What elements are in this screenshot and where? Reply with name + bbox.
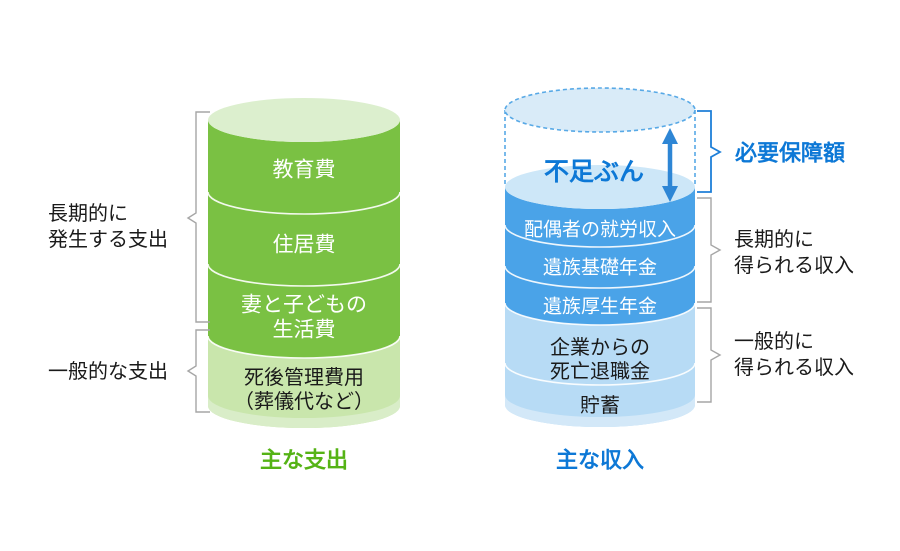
income-general-section-shape xyxy=(505,303,695,427)
expense-general-label: 一般的な支出 xyxy=(48,360,168,383)
expense-long-term-bracket xyxy=(186,111,210,323)
income-general-label-line2: 得られる収入 xyxy=(734,356,854,379)
expense-section-housing: 住居費 xyxy=(273,234,336,257)
income-section-severance-line2: 死亡退職金 xyxy=(550,360,650,383)
expense-divider-arc xyxy=(207,263,401,287)
income-divider-arc xyxy=(504,362,696,386)
expense-long-term-label-line1: 長期的に xyxy=(48,202,128,225)
income-annotations: 必要保障額 長期的に 得られる収入 一般的に 得られる収入 xyxy=(697,110,854,403)
income-cylinder: 不足ぶん 配偶者の就労収入 遺族基礎年金 遺族厚生年金 企業からの 死亡退職金 … xyxy=(504,87,696,473)
income-divider-arc xyxy=(504,265,696,289)
expense-annotations: 長期的に 発生する支出 一般的な支出 xyxy=(48,111,210,413)
expense-section-funeral-line2: （葬儀代など） xyxy=(234,390,374,413)
income-section-welfare-pension: 遺族厚生年金 xyxy=(543,296,657,318)
expense-general-bracket xyxy=(186,329,210,413)
income-section-basic-pension: 遺族基礎年金 xyxy=(543,257,657,279)
expense-cylinder-body xyxy=(208,120,400,358)
income-section-spouse-work: 配偶者の就労収入 xyxy=(524,219,676,241)
expense-caption: 主な支出 xyxy=(260,448,348,473)
expense-general-section-shape xyxy=(208,336,400,428)
expense-section-living-line1: 妻と子どもの xyxy=(241,294,367,317)
shortfall-range-arrow-icon xyxy=(662,128,678,202)
expense-section-education: 教育費 xyxy=(273,159,336,182)
income-general-bracket xyxy=(697,307,722,403)
required-coverage-bracket xyxy=(697,110,722,193)
required-coverage-label: 必要保障額 xyxy=(735,141,845,166)
expense-divider-arc xyxy=(207,335,401,359)
income-cylinder-body xyxy=(505,187,695,325)
income-divider-arc xyxy=(504,224,696,248)
shortfall-ghost-top-face xyxy=(504,87,696,133)
income-bottom-rim xyxy=(505,395,695,427)
shortfall-label: 不足ぶん xyxy=(544,158,644,186)
income-surface-face xyxy=(505,165,695,209)
income-long-term-label-line2: 得られる収入 xyxy=(734,254,854,277)
expense-cylinder: 教育費 住居費 妻と子どもの 生活費 死後管理費用 （葬儀代など） 主な支出 xyxy=(207,98,401,473)
income-general-label-line1: 一般的に xyxy=(734,330,814,353)
income-divider-arc xyxy=(504,302,696,326)
income-long-term-bracket xyxy=(697,197,722,303)
income-long-term-label-line1: 長期的に xyxy=(734,228,814,251)
income-section-savings: 貯蓄 xyxy=(580,394,620,417)
expense-section-living-line2: 生活費 xyxy=(273,319,336,342)
expense-divider-arc xyxy=(207,191,401,215)
expense-section-funeral-line1: 死後管理費用 xyxy=(244,366,364,389)
income-section-severance-line1: 企業からの xyxy=(550,336,650,359)
expense-long-term-label-line2: 発生する支出 xyxy=(48,228,168,251)
income-caption: 主な収入 xyxy=(556,448,644,473)
expense-bottom-rim xyxy=(208,396,400,428)
expense-top-face xyxy=(208,98,400,142)
